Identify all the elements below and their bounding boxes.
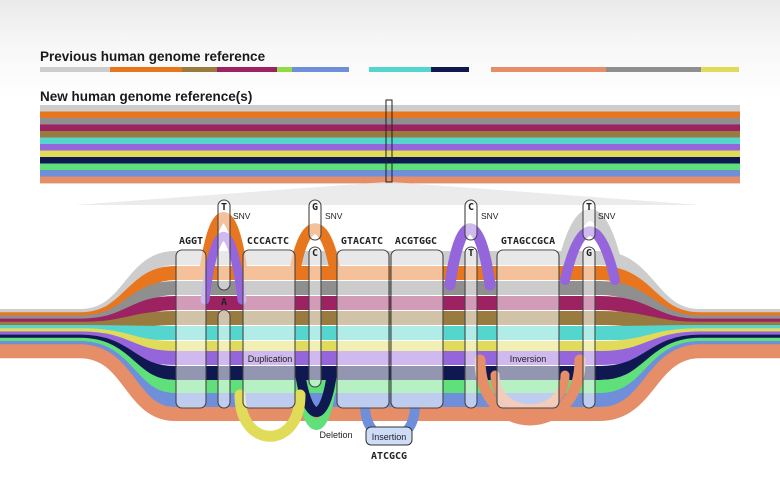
sequence-block-2 — [242, 249, 296, 409]
block-sequence-2: CCCACTC — [247, 236, 289, 247]
new-reference-band — [40, 137, 740, 145]
previous-segment — [217, 67, 277, 72]
previous-segment — [277, 67, 292, 72]
snv-4-alt-pill — [582, 199, 596, 241]
snv-3-ref-base: T — [468, 248, 474, 259]
snv-3-alt-base: C — [468, 202, 474, 213]
new-reference-band — [40, 118, 740, 125]
insertion-box — [365, 426, 413, 446]
previous-segment — [431, 67, 469, 72]
zoom-window — [385, 99, 393, 183]
snv-1-alt-base: T — [221, 202, 227, 213]
block-sequence-3: GTACATC — [341, 236, 383, 247]
snv-1-label: SNV — [233, 211, 251, 221]
snv-3-ref-pill — [464, 246, 478, 409]
snv-1-ref-pill — [217, 309, 231, 409]
new-reference-band — [40, 131, 740, 138]
snv-1-alt-pill — [217, 199, 231, 291]
snv-4-label: SNV — [598, 211, 616, 221]
snv-1-ref-base: A — [221, 297, 227, 308]
new-reference-band — [40, 157, 740, 164]
zoom-callout — [75, 99, 700, 205]
graph-strands — [0, 251, 780, 421]
new-reference-band — [40, 176, 740, 184]
previous-segment — [110, 67, 182, 72]
sequence-block-3 — [336, 249, 390, 409]
previous-segment — [292, 67, 349, 72]
previous-segment — [606, 67, 701, 72]
insertion-sequence: ATCGCG — [371, 451, 407, 462]
previous-segment — [491, 67, 606, 72]
new-reference-band — [40, 105, 740, 112]
snv-2-label: SNV — [325, 211, 343, 221]
snv-3-label: SNV — [481, 211, 499, 221]
snv-2-alt-pill — [308, 199, 322, 241]
new-reference-band — [40, 144, 740, 151]
previous-reference-title: Previous human genome reference — [40, 49, 266, 64]
sequence-block-5 — [496, 249, 560, 409]
inversion-path — [474, 354, 586, 426]
new-reference-band — [40, 124, 740, 132]
duplication-path — [234, 389, 306, 442]
block-sequence-5: GTAGCCGCA — [501, 236, 555, 247]
snv-4-ref-pill — [582, 246, 596, 409]
new-reference-band — [40, 163, 740, 171]
snv-4-ref-base: G — [586, 248, 592, 259]
deletion-label: Deletion — [319, 430, 352, 440]
new-reference-band — [40, 150, 740, 158]
insertion-label: Insertion — [372, 432, 407, 442]
snv-2-ref-pill — [308, 246, 322, 388]
sequence-blocks — [175, 199, 596, 446]
previous-reference-bar — [40, 67, 739, 72]
block-sequence-1: AGGT — [179, 236, 203, 247]
new-reference-title: New human genome reference(s) — [40, 89, 253, 104]
snv-4-alt-base: T — [586, 202, 592, 213]
sequence-block-4 — [390, 249, 444, 409]
inversion-label: Inversion — [510, 354, 547, 364]
new-reference-bands — [40, 105, 740, 184]
snv-3-alt-pill — [464, 199, 478, 241]
snv-2-alt-base: G — [312, 202, 318, 213]
new-reference-band — [40, 111, 740, 119]
strand — [0, 344, 780, 421]
new-reference-band — [40, 170, 740, 177]
previous-segment — [701, 67, 739, 72]
zoom-fan — [75, 182, 700, 205]
deletion-path — [295, 368, 337, 417]
previous-segment — [182, 67, 217, 72]
block-sequence-4: ACGTGGC — [395, 236, 437, 247]
previous-segment — [369, 67, 431, 72]
sequence-block-1 — [175, 249, 207, 409]
duplication-label: Duplication — [248, 354, 293, 364]
snv-2-ref-base: C — [312, 248, 318, 259]
previous-segment — [40, 67, 110, 72]
